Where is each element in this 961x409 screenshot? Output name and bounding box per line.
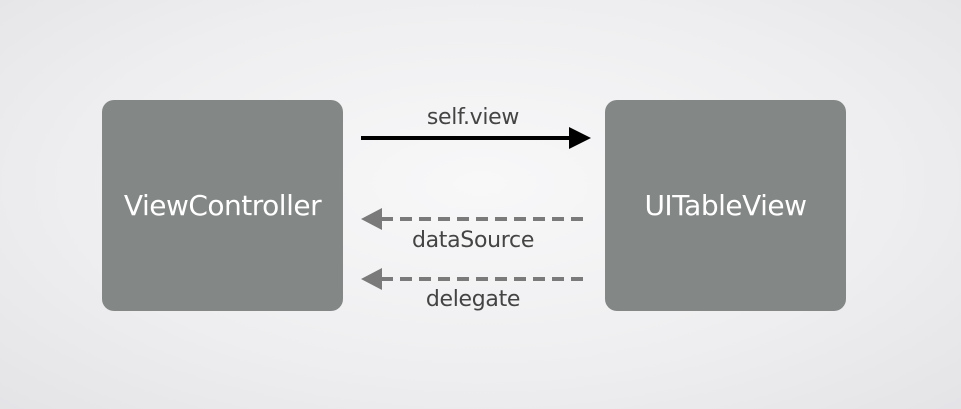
- delegate-label: delegate: [425, 287, 521, 312]
- self-view-arrow: [361, 127, 591, 149]
- table-view-label: UITableView: [644, 189, 807, 222]
- view-controller-label: ViewController: [123, 189, 322, 222]
- data-source-arrow: [361, 208, 583, 230]
- data-source-label: dataSource: [411, 228, 535, 253]
- view-controller-node: ViewController: [102, 100, 343, 311]
- table-view-node: UITableView: [605, 100, 846, 311]
- self-view-label: self.view: [426, 105, 520, 130]
